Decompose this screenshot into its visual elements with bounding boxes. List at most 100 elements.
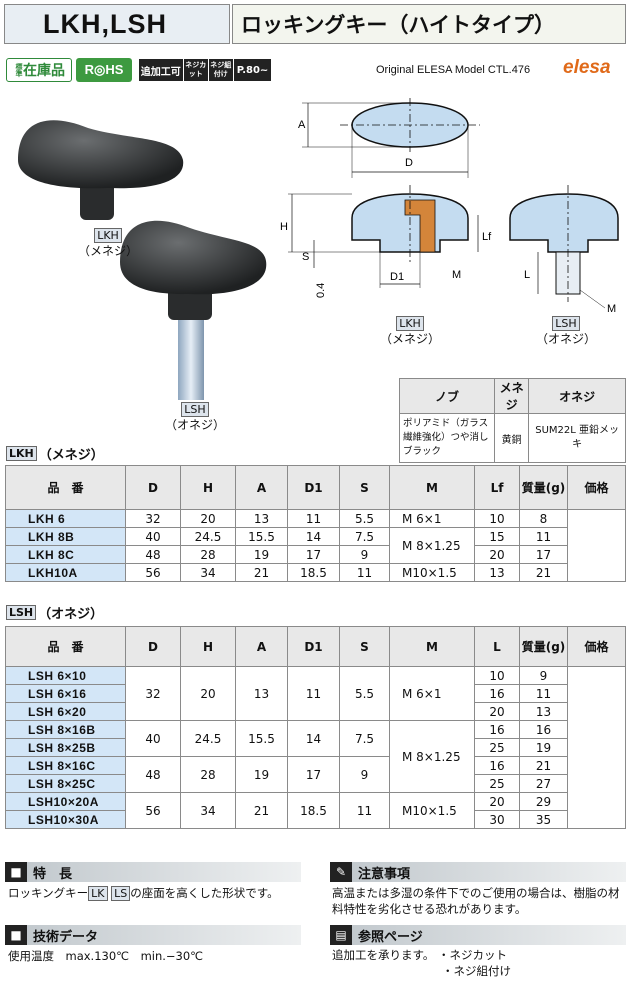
- table-row: LSH 8×16C 48 28 19 17 9 16 21: [5, 756, 626, 793]
- lsh-photo: [120, 220, 267, 400]
- rohs-badge: R◎HS: [76, 58, 132, 82]
- square-icon: ■: [5, 925, 27, 945]
- lkh-section-title: LKH （メネジ）: [6, 444, 104, 463]
- table-row: LSH 8×25C 25 27: [5, 774, 626, 793]
- lsh-th-price: 価格: [567, 626, 626, 667]
- lsh-d1: 17: [287, 756, 340, 793]
- tech-title: 技術データ: [33, 929, 99, 945]
- table-row: LKH 8B 40 24.5 15.5 14 7.5 M 8×1.25 15 1…: [5, 527, 626, 564]
- lkh-photo: [18, 120, 184, 220]
- dim-m2-label: M: [607, 303, 616, 315]
- lsh-l: 25: [474, 738, 520, 757]
- page-ref-label: P.80~: [233, 59, 272, 81]
- features-text-pre: ロッキングキー: [8, 886, 89, 900]
- lsh-m: M 6×1: [389, 666, 475, 721]
- lsh-th-part: 品 番: [5, 626, 126, 667]
- lsh-mass: 13: [519, 702, 568, 721]
- lsh-m: M 8×1.25: [389, 720, 475, 793]
- lsh-a: 19: [235, 756, 288, 793]
- lsh-photo-tag: LSH: [181, 402, 209, 417]
- dim-d-label: D: [405, 157, 413, 169]
- table-row: LSH10×20A 56 34 21 18.5 11 M10×1.5 20 29: [5, 792, 626, 829]
- lsh-price: [567, 666, 626, 829]
- features-bar: ■ 特 長: [5, 862, 301, 882]
- dim-s-label: S: [302, 251, 309, 263]
- lsh-drawing-sub: （オネジ）: [535, 332, 596, 346]
- lkh-m: M 6×1: [389, 509, 475, 528]
- dim-a-label: A: [298, 119, 306, 131]
- lkh-h: 28: [180, 545, 236, 564]
- lsh-m: M10×1.5: [389, 792, 475, 829]
- lsh-th-mass: 質量(g): [519, 626, 568, 667]
- features-title: 特 長: [33, 866, 73, 882]
- lkh-s: 5.5: [339, 509, 390, 528]
- lkh-th-s: S: [339, 465, 390, 510]
- lkh-a: 19: [235, 545, 288, 564]
- mat-header-male: オネジ: [528, 378, 626, 414]
- lkh-d1: 18.5: [287, 563, 340, 582]
- lkh-d1: 17: [287, 545, 340, 564]
- lkh-part: LKH 8B: [5, 527, 126, 546]
- book-icon: ▤: [330, 925, 352, 945]
- lsh-d: 32: [125, 666, 181, 721]
- dim-04-label: 0.4: [315, 283, 327, 298]
- square-icon: ■: [5, 862, 27, 882]
- lsh-part: LSH 8×25B: [5, 738, 126, 757]
- lsh-l: 10: [474, 666, 520, 685]
- lsh-part: LSH 8×16B: [5, 720, 126, 739]
- stock-badge: 標準 在庫品: [6, 58, 72, 82]
- lkh-drawing-tag: LKH: [396, 316, 424, 331]
- lkh-photo-tag: LKH: [94, 228, 122, 243]
- lsh-part: LSH10×20A: [5, 792, 126, 811]
- lkh-a: 13: [235, 509, 288, 528]
- lsh-part: LSH 8×25C: [5, 774, 126, 793]
- materials-table: ノブ メネジ オネジ ポリアミド（ガラス繊維強化）つや消しブラック 黄銅 SUM…: [399, 378, 626, 463]
- lkh-th-lf: Lf: [474, 465, 520, 510]
- mat-knob: ポリアミド（ガラス繊維強化）つや消しブラック: [399, 413, 495, 463]
- table-row: LSH 6×20 20 13: [5, 702, 626, 721]
- mat-header-female: メネジ: [493, 378, 530, 414]
- lsh-d: 48: [125, 756, 181, 793]
- mat-female: 黄銅: [493, 413, 530, 463]
- lkh-th-d: D: [125, 465, 181, 510]
- lkh-th-h: H: [180, 465, 236, 510]
- lsh-d1: 11: [287, 666, 340, 721]
- lsh-part: LSH 8×16C: [5, 756, 126, 775]
- lkh-d: 48: [125, 545, 181, 564]
- lkh-drawing-sub: （メネジ）: [379, 332, 440, 346]
- product-code-header: LKH,LSH: [4, 4, 230, 44]
- ref-item-2: ・ネジ組付け: [442, 964, 511, 978]
- lsh-mass: 21: [519, 756, 568, 775]
- lsh-h: 28: [180, 756, 236, 793]
- lsh-mass: 29: [519, 792, 568, 811]
- features-tag-ls: LS: [111, 886, 131, 901]
- top-view-drawing: A D: [298, 98, 480, 178]
- lkh-d1: 14: [287, 527, 340, 546]
- lsh-h: 20: [180, 666, 236, 721]
- lkh-h: 24.5: [180, 527, 236, 546]
- lsh-part: LSH 6×16: [5, 684, 126, 703]
- lkh-drawing-label: LKH （メネジ）: [370, 316, 450, 347]
- lkh-s: 11: [339, 563, 390, 582]
- lkh-h: 20: [180, 509, 236, 528]
- lsh-d: 56: [125, 792, 181, 829]
- mat-male: SUM22L 亜鉛メッキ: [528, 413, 626, 463]
- features-text-post: の座面を高くした形状です。: [130, 886, 279, 900]
- lsh-part: LSH10×30A: [5, 810, 126, 829]
- lkh-a: 15.5: [235, 527, 288, 546]
- lkh-h: 34: [180, 563, 236, 582]
- lkh-part: LKH 6: [5, 509, 126, 528]
- lsh-s: 7.5: [339, 720, 390, 757]
- lsh-th-l: L: [474, 626, 520, 667]
- lsh-th-s: S: [339, 626, 390, 667]
- lsh-s: 5.5: [339, 666, 390, 721]
- lkh-mass: 17: [519, 545, 568, 564]
- table-row: LSH 8×25B 25 19: [5, 738, 626, 757]
- lsh-a: 13: [235, 666, 288, 721]
- lsh-l: 20: [474, 792, 520, 811]
- dim-lf-label: Lf: [482, 231, 492, 243]
- tech-text: 使用温度 max.130℃ min.−30℃: [8, 949, 204, 963]
- brand-logo: elesa: [563, 57, 611, 78]
- lsh-l: 16: [474, 756, 520, 775]
